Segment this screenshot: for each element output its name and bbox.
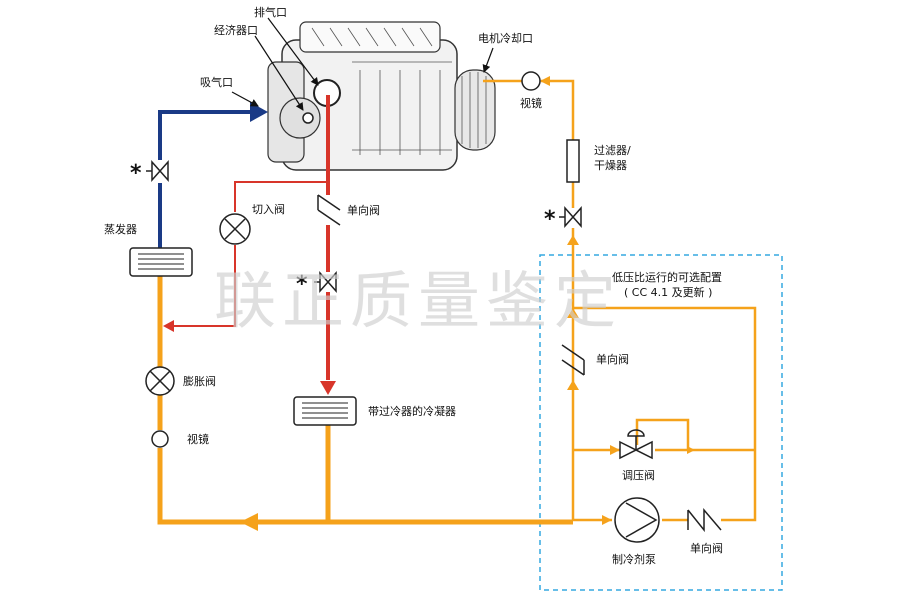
label-evaporator: 蒸发器	[104, 222, 137, 236]
evaporator-hx	[129, 247, 193, 277]
liquid-service-valve	[564, 206, 582, 228]
refrigerant-pump-symbol	[614, 497, 660, 543]
suction-service-valve	[151, 160, 169, 182]
label-condenser: 带过冷器的冷凝器	[368, 404, 456, 418]
label-expansion-valve: 膨胀阀	[183, 374, 216, 388]
label-check-valve-option: 单向阀	[596, 352, 629, 366]
label-economizer-port: 经济器口	[214, 23, 258, 37]
label-option-subtitle: ( CC 4.1 及更新 )	[624, 285, 712, 299]
compressor	[267, 21, 496, 171]
liquid-arrows	[240, 76, 695, 531]
label-check-valve-discharge: 单向阀	[347, 203, 380, 217]
asterisk-discharge: *	[296, 272, 308, 297]
asterisk-liquid: *	[544, 207, 556, 232]
condenser-hx	[293, 396, 357, 426]
label-filter-dryer-1: 过滤器/	[594, 144, 631, 157]
sight-glass-top-symbol	[521, 71, 541, 91]
label-option-title: 低压比运行的可选配置	[612, 270, 722, 284]
label-pressure-regulating-valve: 调压阀	[622, 468, 655, 482]
asterisk-suction: *	[130, 161, 142, 186]
label-motor-cooling-port: 电机冷却口	[478, 31, 533, 45]
discharge-service-valve	[319, 271, 337, 293]
label-check-valve-pump: 单向阀	[690, 541, 723, 555]
label-refrigerant-pump: 制冷剂泵	[612, 552, 656, 566]
watermark: 联正质量鉴定	[214, 264, 622, 337]
optional-config-box	[539, 254, 783, 591]
cut-in-line	[172, 181, 328, 327]
discharge-arrow	[320, 381, 336, 395]
label-suction-port: 吸气口	[200, 75, 233, 89]
label-discharge-port: 排气口	[254, 5, 287, 19]
label-sight-glass-bottom: 视镜	[187, 432, 209, 446]
check-valve-pump-symbol	[687, 507, 722, 533]
sight-glass-bottom-symbol	[151, 430, 169, 448]
filter-dryer-symbol	[566, 139, 580, 183]
label-sight-glass-top: 视镜	[520, 96, 542, 110]
check-valve-option-symbol	[561, 344, 585, 376]
suction-arrow	[250, 102, 268, 122]
label-filter-dryer-2: 干燥器	[594, 159, 627, 172]
suction-line	[158, 110, 252, 248]
check-valve-discharge-symbol	[317, 194, 341, 226]
label-cut-in-valve: 切入阀	[252, 202, 285, 216]
cut-in-arrow	[163, 320, 174, 332]
